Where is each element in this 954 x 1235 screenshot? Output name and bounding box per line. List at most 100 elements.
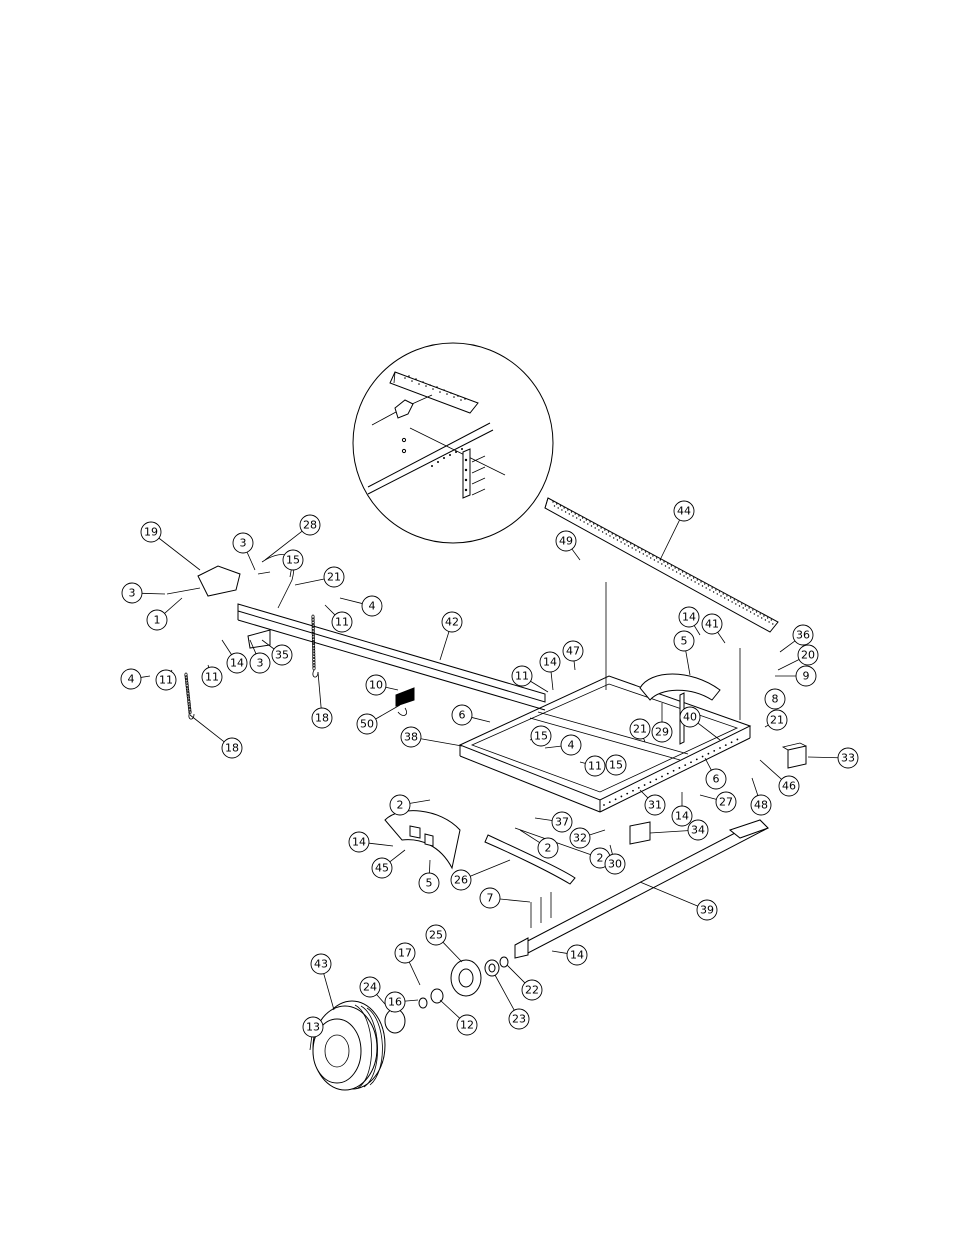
callout-circle [778, 775, 800, 797]
callout-circle [764, 688, 786, 710]
callout-circle [562, 640, 584, 662]
callout-number: 9 [803, 670, 810, 683]
leader-line [409, 799, 431, 804]
callout-18: 18 [311, 707, 333, 729]
callout-number: 8 [772, 693, 779, 706]
callout-circle [696, 899, 718, 921]
callout-17: 17 [394, 942, 416, 964]
leader-line [294, 578, 325, 586]
leader-line [140, 675, 151, 678]
callout-circle [323, 566, 345, 588]
callout-circle [310, 953, 332, 975]
callout-number: 15 [534, 730, 548, 743]
callout-number: 37 [555, 816, 569, 829]
callout-circle [384, 991, 406, 1013]
callout-21: 21 [766, 709, 788, 731]
leader-line [685, 650, 691, 676]
callout-number: 33 [841, 752, 855, 765]
callout-circle [359, 976, 381, 998]
callout-number: 3 [240, 537, 247, 550]
callout-16: 16 [384, 991, 406, 1013]
callout-circle [389, 794, 411, 816]
callout-47: 47 [562, 640, 584, 662]
leader-line [639, 881, 698, 907]
callout-4: 4 [361, 595, 383, 617]
callout-4: 4 [560, 734, 582, 756]
leader-line [375, 704, 401, 720]
callout-number: 5 [426, 877, 433, 890]
callout-number: 4 [568, 739, 575, 752]
leader-line [759, 759, 782, 780]
callout-circle [450, 869, 472, 891]
callout-14: 14 [566, 944, 588, 966]
leader-line [571, 548, 581, 561]
callout-11: 11 [511, 665, 533, 687]
callout-11: 11 [201, 666, 223, 688]
callout-number: 29 [655, 726, 669, 739]
callout-40: 40 [679, 706, 701, 728]
leader-line [579, 761, 586, 764]
callout-circle [441, 611, 463, 633]
callout-circle [644, 794, 666, 816]
callout-circle [311, 707, 333, 729]
leader-line [389, 849, 406, 863]
callout-number: 6 [713, 773, 720, 786]
leader-line [494, 974, 515, 1011]
leader-line [693, 625, 701, 636]
callout-circle [221, 737, 243, 759]
callout-7: 7 [479, 887, 501, 909]
callout-34: 34 [687, 819, 709, 841]
callout-number: 14 [543, 656, 557, 669]
callout-number: 41 [705, 618, 719, 631]
callout-10: 10 [365, 674, 387, 696]
callout-circle [766, 709, 788, 731]
callout-11: 11 [155, 669, 177, 691]
callout-number: 34 [691, 824, 705, 837]
leader-line [550, 671, 554, 691]
callout-number: 19 [144, 526, 158, 539]
leader-line [551, 950, 568, 954]
leader-line [573, 660, 576, 671]
callout-number: 39 [700, 904, 714, 917]
callout-3: 3 [121, 582, 143, 604]
leaf-spring [484, 834, 576, 885]
callout-45: 45 [371, 857, 393, 879]
callout-3: 3 [249, 652, 271, 674]
callout-circle [605, 754, 627, 776]
perforated-rail [544, 497, 779, 633]
callout-number: 11 [159, 674, 173, 687]
leader-line [442, 941, 463, 963]
callout-6: 6 [451, 704, 473, 726]
callout-number: 47 [566, 645, 580, 658]
callout-number: 42 [445, 616, 459, 629]
callout-circle [705, 768, 727, 790]
leader-line [324, 604, 336, 616]
callout-circle [121, 582, 143, 604]
callout-circle [400, 726, 422, 748]
leader-line [385, 686, 399, 691]
callout-number: 1 [154, 614, 161, 627]
leader-line [368, 842, 394, 847]
leader-line [408, 961, 421, 986]
callout-number: 20 [801, 649, 815, 662]
leader-line [534, 817, 553, 821]
callout-49: 49 [555, 530, 577, 552]
callout-number: 43 [314, 958, 328, 971]
callout-circle [282, 549, 304, 571]
callout-circle [569, 827, 591, 849]
callout-number: 2 [597, 852, 604, 865]
callout-circle [356, 713, 378, 735]
callout-circle [232, 532, 254, 554]
callout-26: 26 [450, 869, 472, 891]
axle [514, 819, 769, 959]
leader-line [506, 964, 526, 984]
callout-15: 15 [605, 754, 627, 776]
callout-number: 2 [397, 799, 404, 812]
left-tail-light [629, 821, 651, 845]
callout-circle [671, 805, 693, 827]
callout-1: 1 [146, 609, 168, 631]
callout-27: 27 [715, 791, 737, 813]
callout-circle [539, 651, 561, 673]
callout-21: 21 [629, 718, 651, 740]
